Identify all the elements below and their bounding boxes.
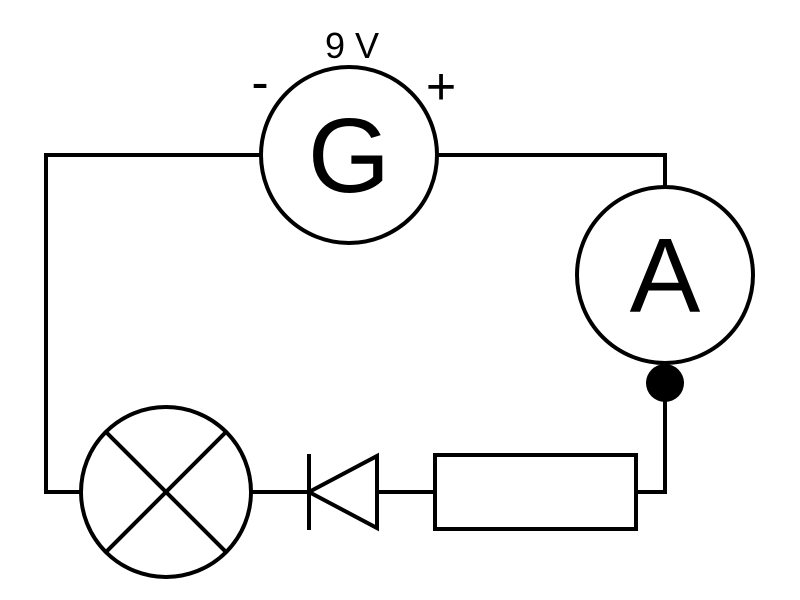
ammeter: A [575, 185, 755, 365]
generator: G 9 V - + [251, 25, 456, 245]
generator-negative-label: - [251, 54, 268, 112]
generator-circle [259, 65, 439, 245]
lamp-cross-2 [103, 429, 229, 555]
resistor [433, 453, 638, 531]
ammeter-circle [575, 185, 755, 365]
diode-triangle [304, 452, 379, 532]
generator-symbol: G [308, 97, 390, 215]
ammeter-symbol: A [630, 217, 701, 335]
wire-right [634, 360, 667, 494]
junction-dot [646, 364, 684, 402]
wire-top-left [44, 153, 262, 494]
diode [304, 452, 379, 532]
wire-top-right [436, 153, 667, 190]
lamp [79, 405, 253, 579]
generator-voltage-label: 9 V [325, 25, 379, 66]
generator-positive-label: + [426, 58, 456, 116]
wires [44, 153, 667, 494]
